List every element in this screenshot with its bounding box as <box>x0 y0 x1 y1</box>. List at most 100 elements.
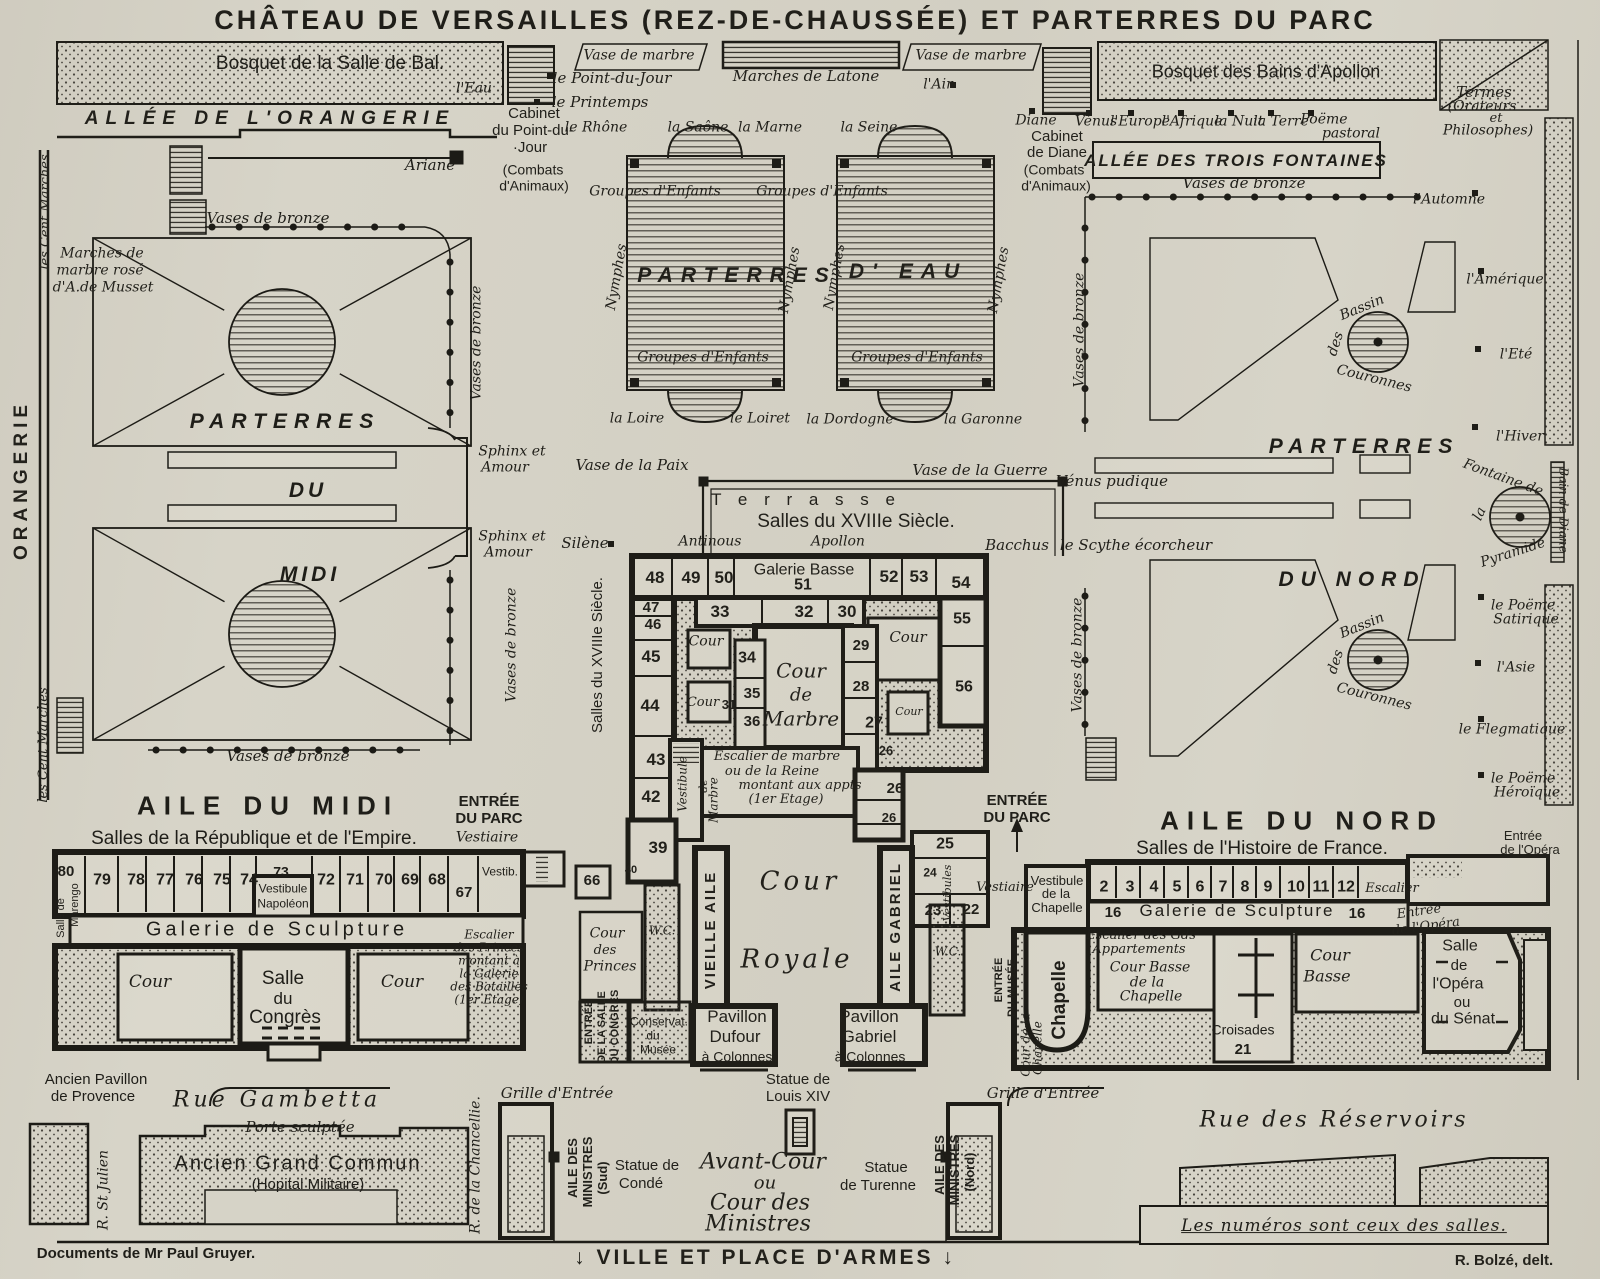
map-label: 79 <box>93 871 111 889</box>
map-label: PARTERRES <box>1268 434 1460 458</box>
map-label: du Sénat <box>1430 1010 1496 1028</box>
map-label: 43 <box>646 750 666 770</box>
map-label: Rue Gambetta <box>172 1087 382 1113</box>
map-label: Salles de l'Histoire de France. <box>1136 838 1388 860</box>
map-label: Vase de marbre <box>583 47 695 64</box>
map-label: 42 <box>641 787 661 807</box>
map-label: Ancien Pavillon <box>44 1071 148 1089</box>
map-label: de <box>1450 957 1468 975</box>
map-label: Vestiaire <box>455 829 519 846</box>
map-label: le Rhône <box>564 119 628 136</box>
map-label: 27 <box>865 714 883 732</box>
map-label: Galerie de Sculpture <box>145 918 409 941</box>
map-label: Ministres <box>705 1211 811 1237</box>
map-label: 3 <box>1125 878 1135 896</box>
map-label: (Orateurs <box>1447 98 1517 115</box>
map-label: Salles de la République et de l'Empire. <box>91 828 417 850</box>
map-label: 22 <box>962 901 980 919</box>
map-label: 49 <box>681 568 701 588</box>
map-label: Satirique <box>1493 611 1559 628</box>
map-label: Groupes d'Enfants <box>637 349 769 366</box>
map-label: Avant-Cour <box>700 1149 826 1175</box>
map-label: ou de la Reine <box>724 764 820 780</box>
map-label: ou <box>753 1172 777 1194</box>
map-label: Vases de bronze <box>1071 272 1088 388</box>
map-label: Sphinx et <box>478 443 546 460</box>
map-label: 45 <box>641 647 661 667</box>
map-label: d'Animaux) <box>499 177 569 194</box>
map-label: AILE DES <box>932 1135 948 1195</box>
map-label: Bacchus <box>985 536 1049 555</box>
map-label: AILE DES <box>565 1138 581 1198</box>
map-label: Vases de bronze <box>503 587 520 703</box>
map-label: Cour des <box>709 1190 811 1216</box>
map-label: ORANGERIE <box>11 399 33 561</box>
map-label: Grille d'Entrée <box>500 1084 614 1103</box>
map-label: (Combats <box>1023 161 1085 178</box>
map-label: Pavillon <box>839 1007 899 1027</box>
map-label: MIDI <box>279 562 341 586</box>
map-label: et <box>1489 111 1503 127</box>
map-label: (1er Etage) <box>454 992 524 1007</box>
map-title: CHÂTEAU DE VERSAILLES (REZ-DE-CHAUSSÉE) … <box>214 4 1376 35</box>
map-label: Marengo <box>69 883 82 927</box>
map-label: pastoral <box>1321 125 1381 142</box>
map-label: Vases de bronze <box>206 209 330 228</box>
map-label: les Cent Marches <box>36 687 52 803</box>
map-label: Cabinet <box>1031 128 1083 146</box>
map-label: 76 <box>185 871 203 889</box>
map-label: Appartements <box>1092 942 1186 958</box>
map-label: PARTERRES <box>637 263 837 287</box>
map-label: l'Amérique <box>1466 271 1544 288</box>
map-label: ou <box>1453 994 1471 1012</box>
map-label: la Loire <box>609 410 665 427</box>
map-label: 26 <box>886 780 904 798</box>
map-label: 25 <box>936 835 954 853</box>
map-label: ENTRÉE <box>986 792 1048 810</box>
map-label: 35 <box>743 685 761 703</box>
map-label: 44 <box>640 696 660 716</box>
map-label: 26 <box>881 810 897 826</box>
map-label: Salle de <box>55 898 68 938</box>
map-label: Groupes d'Enfants <box>589 183 721 200</box>
map-label: la Saône <box>667 119 729 136</box>
map-label: Royale <box>740 944 854 975</box>
map-label: 5 <box>1172 878 1182 896</box>
map-label: montant aux appts <box>738 778 862 794</box>
map-label: Termes <box>1456 83 1512 102</box>
map-label: 8 <box>1240 878 1250 896</box>
map-label: de <box>789 684 813 706</box>
map-label: Cour <box>895 705 923 719</box>
map-label: MINISTRES <box>580 1136 596 1208</box>
map-label: Diane <box>1015 112 1057 129</box>
map-label: de l'Opéra <box>1500 842 1560 858</box>
map-label: ENTRÉE <box>458 793 520 811</box>
map-label: Cour <box>128 972 172 993</box>
map-label: Marches de <box>60 245 144 262</box>
map-label: Dufour <box>709 1027 761 1047</box>
map-label: 12 <box>1337 878 1355 896</box>
map-label: Statue de <box>765 1071 831 1089</box>
map-label: Vestibules <box>941 864 955 922</box>
map-label: Groupes d'Enfants <box>756 183 888 200</box>
map-label: à Colonnes <box>834 1048 906 1065</box>
map-label: 23 <box>924 902 942 920</box>
map-label: Pavillon <box>707 1007 767 1027</box>
map-label: la Terre <box>1253 113 1309 130</box>
map-label: Amour <box>484 544 532 561</box>
map-label: 2 <box>1099 878 1109 896</box>
credit-documents: Documents de Mr Paul Gruyer. <box>36 1245 256 1263</box>
map-label: Bosquet des Bains d'Apollon <box>1151 61 1381 82</box>
map-label: 46 <box>644 616 662 634</box>
map-label: Cour <box>380 972 424 993</box>
map-label: d'Animaux) <box>1021 177 1091 194</box>
map-label: 11 <box>1312 878 1330 896</box>
map-label: Marches de Latone <box>732 67 880 86</box>
map-label: la Seine <box>840 119 898 136</box>
map-label: Vase de la Guerre <box>912 461 1048 480</box>
map-label: 21 <box>1234 1041 1252 1059</box>
map-label: AILE DU MIDI <box>136 790 400 821</box>
map-label: Louis XIV <box>765 1088 831 1106</box>
map-label: DU PARC <box>455 810 523 828</box>
